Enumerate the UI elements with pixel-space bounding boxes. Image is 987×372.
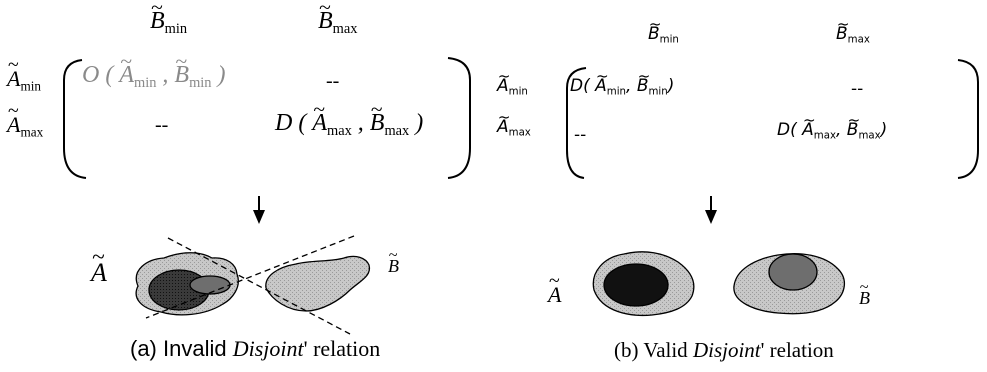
fig-b-region-a [593, 252, 694, 316]
fig-a-label-b: B [388, 256, 399, 277]
down-arrow-icon [253, 196, 265, 224]
fig-b-label-a: A [548, 282, 561, 308]
matrix-b-right-bracket [958, 60, 978, 178]
fig-a-label-a: A [91, 258, 107, 288]
fig-a-region-b [266, 256, 370, 311]
down-arrow-icon [705, 196, 717, 224]
fig-b-caption: (b) Valid Disjoint' relation [614, 338, 834, 363]
fig-a-region-a [136, 253, 238, 315]
fig-b-label-b: B [859, 288, 870, 309]
matrix-b-left-bracket [567, 68, 586, 178]
fig-b-region-b [734, 254, 845, 314]
fig-a-caption: (a) Invalid Disjoint' relation [130, 336, 380, 362]
matrix-a-left-bracket [64, 60, 86, 178]
matrix-a-right-bracket [448, 58, 470, 178]
